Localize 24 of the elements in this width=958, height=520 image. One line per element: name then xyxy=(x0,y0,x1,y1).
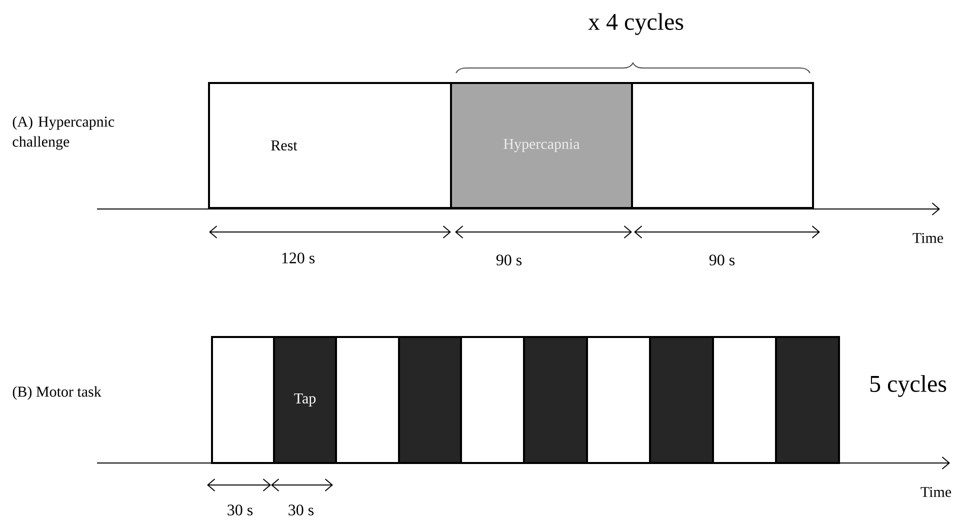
row-label: (A) Hypercapnic challenge xyxy=(12,116,114,150)
phase-block xyxy=(460,336,525,464)
phase-block xyxy=(211,336,275,464)
phase-block xyxy=(775,336,840,464)
phase-block xyxy=(398,336,462,464)
duration-label: 30 s xyxy=(228,504,253,516)
phase-block xyxy=(712,336,777,464)
phase-block xyxy=(649,336,714,464)
duration-label: 90 s xyxy=(709,254,735,266)
phase-block xyxy=(523,336,588,464)
phase-block xyxy=(335,336,400,464)
repeat-label: 5 cycles xyxy=(870,375,946,397)
phase-block: Rest xyxy=(208,82,452,209)
phase-block xyxy=(631,82,814,209)
duration-label: 30 s xyxy=(288,504,314,516)
duration-label: 90 s xyxy=(496,254,522,266)
repeat-label: x 4 cycles xyxy=(588,13,684,35)
phase-block: Hypercapnia xyxy=(450,82,633,209)
duration-label: 120 s xyxy=(282,252,315,264)
phase-block xyxy=(586,336,651,464)
axis-label: Time xyxy=(920,486,952,498)
row-label: (B) Motor task xyxy=(12,386,102,400)
phase-block: Tap xyxy=(273,336,337,464)
axis-label: Time xyxy=(912,232,944,244)
